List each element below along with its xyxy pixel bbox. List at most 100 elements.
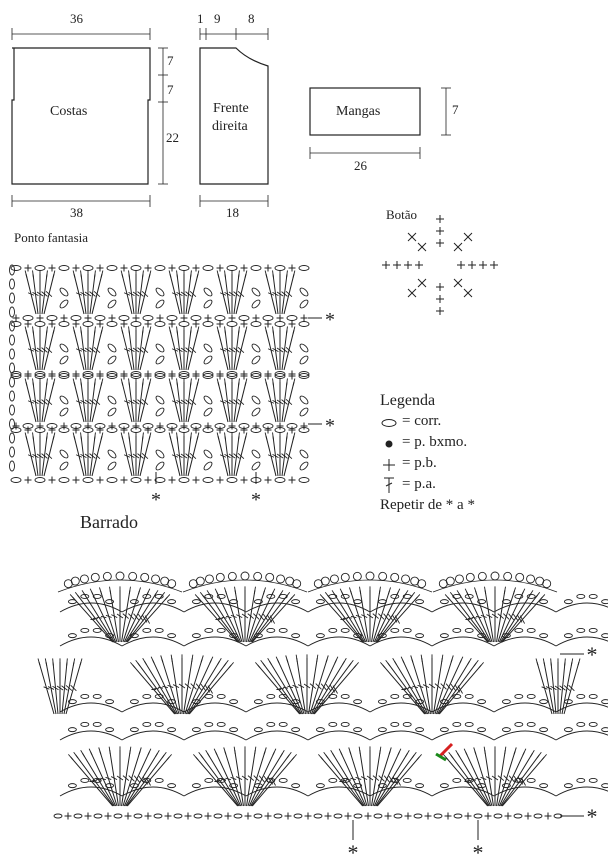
chain-stitch [155, 343, 165, 353]
chain-arch [183, 730, 247, 741]
cross-stitch [407, 288, 417, 298]
chain-stitch [298, 477, 310, 483]
chain-stitch [105, 599, 115, 605]
plus-stitch [228, 422, 236, 430]
tall-stitch [264, 270, 277, 315]
chain-stitch [526, 593, 536, 599]
tall-stitch [264, 326, 277, 371]
chain-stitch [203, 299, 213, 309]
chain-arch [493, 786, 557, 797]
chain-stitch [107, 355, 117, 365]
tall-stitch [375, 750, 410, 807]
chain-stitch [213, 813, 223, 819]
plus-stitch [240, 264, 248, 272]
tall-stitch [272, 270, 279, 315]
tall-stitch [455, 750, 490, 807]
tall-stitch [128, 432, 135, 477]
pf-repeat-arrow-bottom-star: * [325, 415, 335, 437]
picot-stitch [340, 572, 350, 582]
tall-stitch [281, 270, 288, 315]
chain-stitch [155, 461, 165, 471]
tall-stitch [283, 326, 296, 371]
tall-stitch [359, 586, 369, 643]
frente-top-a: 1 [197, 11, 204, 26]
chain-stitch [67, 633, 77, 639]
mangas-outline [309, 87, 421, 136]
tall-stitch [285, 655, 305, 715]
chain-stitch [493, 813, 503, 819]
plus-stitch [48, 372, 56, 380]
chain-stitch [563, 783, 573, 789]
plus-stitch [264, 812, 272, 820]
plus-stitch [156, 422, 164, 430]
chain-stitch [251, 299, 261, 309]
chain-stitch [253, 599, 263, 605]
chain-stitch [106, 373, 118, 379]
tall-stitch [120, 432, 133, 477]
chain-stitch [202, 265, 214, 271]
tall-stitch [474, 587, 493, 643]
chain-stitch [328, 721, 338, 727]
tall-stitch [132, 432, 140, 476]
chain-stitch [178, 265, 190, 271]
chain-stitch [9, 348, 15, 360]
plus-stitch [84, 314, 92, 322]
chain-stitch [9, 460, 15, 472]
tall-stitch [260, 659, 301, 715]
plus-stitch [216, 320, 224, 328]
costas-bottom-width: 38 [70, 205, 83, 220]
tall-stitch [36, 270, 44, 314]
chain-stitch [588, 627, 598, 633]
chain-stitch [251, 355, 261, 365]
chain-stitch [501, 783, 511, 789]
chain-stitch [94, 315, 106, 321]
tall-stitch [371, 746, 382, 807]
chain-arch [431, 636, 495, 647]
chain-stitch [473, 813, 483, 819]
chain-stitch [299, 461, 309, 471]
plus-stitch [36, 422, 44, 430]
chain-stitch [82, 265, 94, 271]
tall-stitch [484, 586, 494, 643]
tall-stitch [187, 326, 200, 371]
chain-stitch [353, 727, 363, 733]
picot-stitch [352, 571, 362, 581]
fan-arc [182, 579, 308, 593]
chain-stitch [178, 321, 190, 327]
chain-arch [555, 786, 608, 797]
plus-stitch [436, 307, 444, 315]
chain-stitch [59, 407, 69, 417]
picot-stitch [215, 572, 225, 582]
chain-stitch [601, 699, 608, 705]
plus-stitch [60, 314, 68, 322]
chain-stitch [539, 699, 549, 705]
chain-stitch [204, 777, 214, 783]
chain-stitch [193, 813, 203, 819]
plus-stitch [72, 320, 80, 328]
chain-stitch [298, 265, 310, 271]
tall-stitch [176, 326, 183, 371]
ponto-fantasia-title: Ponto fantasia [14, 230, 89, 245]
frente-label-line1: Frente [213, 101, 249, 116]
picot-stitch [365, 571, 375, 581]
chain-stitch [299, 355, 309, 365]
frente-top-c: 8 [248, 11, 255, 26]
tall-stitch [283, 432, 296, 477]
tall-stitch [376, 594, 421, 643]
picot-stitch [102, 571, 112, 581]
plus-stitch [204, 422, 212, 430]
chain-stitch [58, 477, 70, 483]
plus-stitch [444, 812, 452, 820]
costas-outline [11, 47, 151, 185]
chain-arch [369, 702, 433, 713]
tall-stitch [233, 270, 240, 315]
mangas-height: 7 [452, 102, 459, 117]
chain-stitch [233, 813, 243, 819]
chain-stitch [274, 477, 286, 483]
tall-stitch [434, 655, 454, 715]
picot-stitch [79, 574, 89, 584]
accent-green-mark [435, 752, 447, 762]
plus-stitch [120, 476, 128, 484]
tall-stitch [109, 586, 119, 643]
chain-stitch [105, 699, 115, 705]
